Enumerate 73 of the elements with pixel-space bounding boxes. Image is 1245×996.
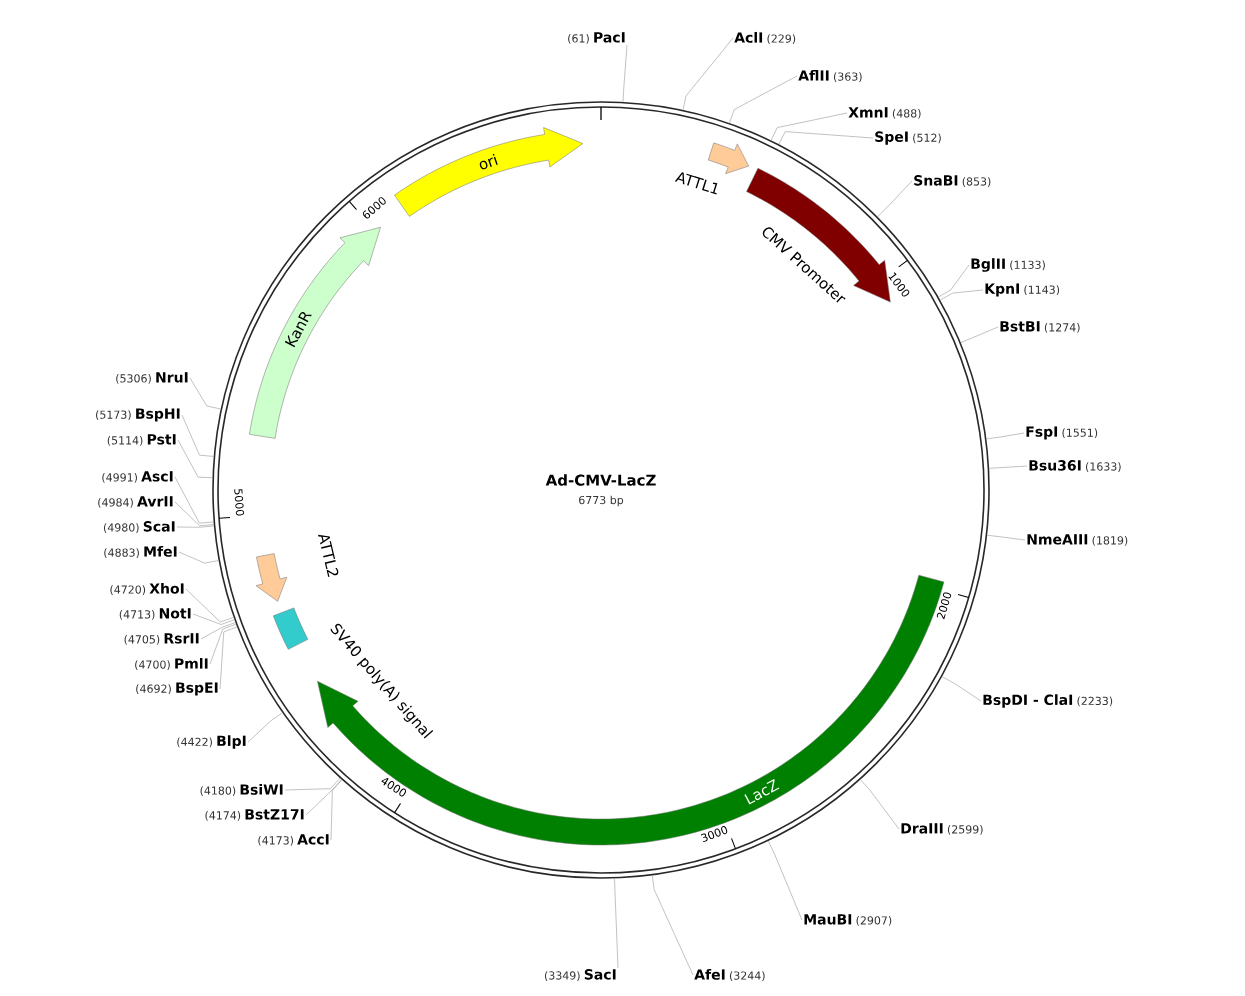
leader-line xyxy=(189,377,221,410)
enzyme-label: AflII (363) xyxy=(798,69,862,83)
enzyme-label: (4984) AvrII xyxy=(98,496,173,508)
leader-line xyxy=(960,326,999,343)
leader-line xyxy=(185,588,234,623)
enzyme-label: Bsu36I (1633) xyxy=(1029,460,1121,472)
leader-line xyxy=(770,112,848,141)
tick-label: 2000 xyxy=(936,592,952,620)
leader-line xyxy=(987,535,1026,541)
leader-line xyxy=(941,676,982,702)
enzyme-label: FspI (1551) xyxy=(1026,426,1098,440)
enzyme-label: (4720) XhoI xyxy=(110,582,184,596)
enzyme-label: AclI (229) xyxy=(734,31,796,45)
enzyme-label: (4713) NotI xyxy=(119,608,191,620)
enzyme-label: (3349) SacI xyxy=(544,969,616,981)
leader-line xyxy=(860,779,900,830)
leader-line xyxy=(986,432,1025,440)
enzyme-label: (4180) BsiWI xyxy=(200,783,283,797)
leader-line xyxy=(940,289,984,301)
leader-line xyxy=(305,779,342,816)
leader-line xyxy=(174,501,214,527)
leader-line xyxy=(729,75,798,124)
enzyme-label: MauBI (2907) xyxy=(804,914,892,926)
enzyme-label: BstBI (1274) xyxy=(1000,321,1080,333)
leader-line xyxy=(247,712,283,743)
leader-line xyxy=(200,622,236,640)
enzyme-label: (4422) BlpI xyxy=(177,735,246,749)
leader-line xyxy=(877,180,913,217)
leader-line xyxy=(614,878,619,969)
enzyme-label: NmeAIII (1819) xyxy=(1027,534,1128,546)
leader-line xyxy=(219,626,238,690)
enzyme-label: SnaBI (853) xyxy=(914,175,991,187)
enzyme-label: (4700) PmlI xyxy=(135,657,208,671)
enzyme-label: (4883) MfeI xyxy=(104,545,177,559)
leader-line xyxy=(209,623,237,665)
enzyme-label: XmnI (488) xyxy=(848,107,921,119)
tick-label: 3000 xyxy=(700,826,728,842)
leader-line xyxy=(778,131,874,145)
enzyme-label: (5306) NruI xyxy=(116,372,188,384)
enzyme-label: BglII (1133) xyxy=(971,258,1045,272)
leader-line xyxy=(682,37,734,111)
enzyme-label: (4980) ScaI xyxy=(103,521,175,533)
enzyme-label: (5173) BspHI xyxy=(96,408,180,422)
enzyme-label: (4173) AccI xyxy=(258,834,329,846)
tick-label: 5000 xyxy=(234,489,245,516)
plasmid-name: Ad-CMV-LacZ xyxy=(545,474,656,486)
enzyme-label: BspDI - ClaI (2233) xyxy=(983,694,1113,708)
enzyme-label: (61) PacI xyxy=(568,32,625,44)
plasmid-size: 6773 bp xyxy=(579,495,624,507)
enzyme-label: (4692) BspEI xyxy=(136,682,218,696)
leader-line xyxy=(768,840,803,921)
feature-label: ori xyxy=(479,153,498,170)
leader-line xyxy=(989,465,1028,469)
leader-line xyxy=(176,525,214,528)
leader-line xyxy=(177,439,213,478)
enzyme-label: (4174) BstZ17I xyxy=(205,809,304,821)
leader-line xyxy=(622,44,628,102)
enzyme-label: (4705) RsrII xyxy=(124,633,199,645)
leader-line xyxy=(652,875,694,976)
enzyme-label: (4991) AscI xyxy=(102,471,173,483)
leader-line xyxy=(192,613,235,625)
leader-line xyxy=(174,476,214,524)
feature-label: ATTL2 xyxy=(318,534,339,578)
enzyme-label: SpeI (512) xyxy=(875,131,941,145)
enzyme-label: (5114) PstI xyxy=(107,434,176,446)
enzyme-label: KpnI (1143) xyxy=(985,283,1060,297)
feature-label: ATTL1 xyxy=(674,172,718,195)
leader-line xyxy=(938,264,970,298)
leader-line xyxy=(181,414,214,457)
enzyme-label: AfeI (3244) xyxy=(694,968,765,982)
enzyme-label: DraIII (2599) xyxy=(901,823,983,835)
leader-line xyxy=(178,551,219,564)
leader-line xyxy=(284,778,341,791)
